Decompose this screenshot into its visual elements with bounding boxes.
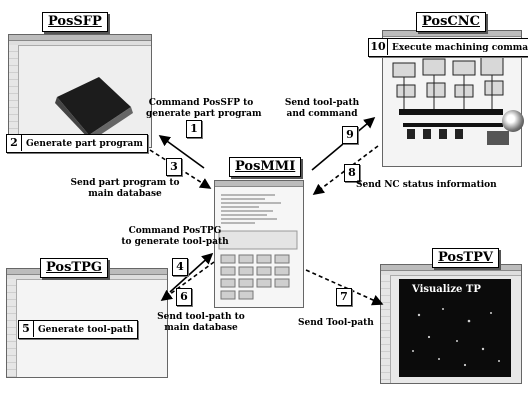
window-ruler	[381, 275, 391, 383]
step-text: Generate part program	[26, 139, 143, 149]
step-7-text: Send Tool-path	[298, 318, 374, 328]
window-titlebar	[9, 35, 151, 41]
postpv-window	[380, 264, 522, 384]
window-ruler	[7, 279, 17, 377]
step-4-number: 4	[172, 258, 188, 276]
step-7-number: 7	[336, 288, 352, 306]
window-menubar	[9, 41, 151, 46]
step-number: 2	[7, 135, 22, 151]
step-number: 5	[19, 321, 34, 337]
visualize-tp-label: Visualize TP	[412, 284, 481, 295]
window-menubar	[381, 271, 521, 276]
step-9-number: 9	[342, 126, 358, 144]
posmmi-window	[214, 180, 304, 308]
step-6-text: Send tool-path to main database	[157, 312, 245, 333]
cnc-schematic-image	[392, 56, 509, 145]
step-4-text: Command PosTPG to generate tool-path	[121, 226, 229, 247]
toolpath-points-image	[412, 308, 500, 367]
step-10-label: 10 Execute machining command	[368, 38, 528, 57]
step-9-text: Send tool-path and command	[284, 98, 360, 119]
window-ruler	[9, 45, 19, 147]
possfp-title: PosSFP	[42, 12, 108, 32]
poscnc-title: PosCNC	[416, 12, 486, 32]
sphere-image	[502, 110, 524, 132]
posmmi-title: PosMMI	[229, 157, 302, 177]
step-1-number: 1	[186, 120, 202, 138]
mmi-panel-image	[218, 194, 298, 300]
step-8-number: 8	[344, 164, 360, 182]
step-3-text: Send part program to main database	[70, 178, 180, 199]
step-1-text: Command PosSFP to generate part program	[146, 98, 262, 119]
toolpath-viewport	[399, 279, 511, 377]
step-number: 10	[369, 39, 388, 55]
step-text: Generate tool-path	[38, 325, 134, 335]
step-8-text: Send NC status information	[356, 180, 497, 190]
step-6-number: 6	[176, 288, 192, 306]
window-titlebar	[383, 31, 521, 37]
postpv-title: PosTPV	[432, 248, 499, 268]
postpg-title: PosTPG	[40, 258, 108, 278]
part-model-image	[55, 77, 133, 141]
window-titlebar	[215, 181, 303, 187]
window-titlebar	[381, 265, 521, 271]
step-2-label: 2 Generate part program	[6, 134, 148, 153]
possfp-window	[8, 34, 152, 148]
step-3-number: 3	[166, 158, 182, 176]
step-5-label: 5 Generate tool-path	[18, 320, 139, 339]
step-text: Execute machining command	[392, 43, 528, 53]
